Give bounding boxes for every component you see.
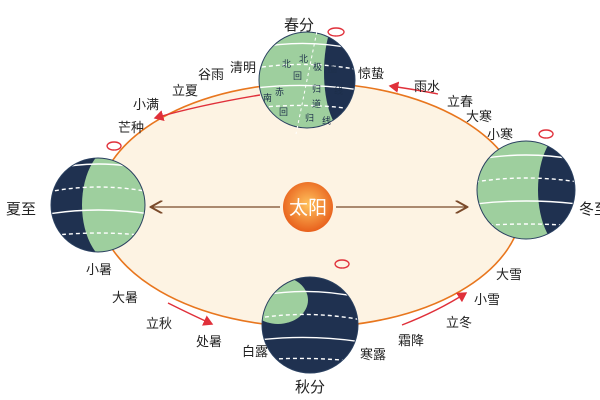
rotation-icon-winter: [538, 129, 554, 139]
globe-label-11: 回: [279, 107, 288, 118]
term-jingzhe: 惊蛰: [358, 67, 384, 82]
term-liqiu: 立秋: [146, 317, 172, 332]
globe-label-6: 赤: [275, 87, 284, 98]
rotation-icon-autumn: [334, 259, 350, 269]
term-mangzhong: 芒种: [118, 120, 144, 136]
term-qingming: 清明: [230, 61, 256, 76]
term-dahan: 大寒: [466, 109, 492, 125]
globe-label-7: 归: [312, 83, 321, 95]
term-dashu: 大暑: [112, 291, 138, 306]
term-lichun: 立春: [447, 95, 473, 110]
rotation-icon-spring: [327, 27, 345, 37]
term-shuangjiang: 霜降: [398, 334, 424, 349]
season-spring: 春分: [284, 16, 314, 34]
sun: [283, 182, 333, 232]
term-xiaohan: 小寒: [487, 127, 513, 143]
term-yushui: 雨水: [414, 80, 440, 95]
globe-label-1: 北: [282, 59, 291, 70]
sun-label: 太阳: [289, 197, 327, 219]
direction-arrow-bottom-right: [401, 292, 468, 326]
term-lixia: 立夏: [172, 84, 198, 99]
term-lidong: 立冬: [446, 315, 472, 331]
globe-label-2: 北: [299, 54, 308, 65]
globe-label-5: 回: [293, 71, 302, 82]
season-winter: 冬至: [579, 200, 600, 218]
globe-label-3: 极: [313, 61, 322, 73]
term-guyu: 谷雨: [198, 68, 224, 83]
term-xiaoman: 小满: [133, 98, 159, 113]
globe-spring: [258, 25, 356, 135]
globe-label-13: 线: [322, 115, 331, 127]
term-xiaoxue: 小雪: [474, 293, 500, 308]
direction-arrow-top-left: [153, 94, 261, 122]
direction-arrow-bottom-left: [167, 302, 214, 326]
term-bailu: 白露: [242, 344, 268, 360]
globe-label-8: 道: [312, 98, 321, 110]
globe-label-4: 圈: [328, 64, 337, 75]
term-xiaoshu: 小暑: [86, 263, 112, 278]
rotation-icon-summer: [106, 141, 122, 151]
term-daxue: 大雪: [496, 268, 522, 283]
direction-arrow-top-right: [388, 81, 439, 95]
globe-label-10: 南: [263, 92, 272, 104]
globe-label-12: 归: [305, 112, 314, 124]
season-autumn: 秋分: [295, 378, 325, 396]
globe-label-9: 线: [334, 85, 343, 97]
season-summer: 夏至: [6, 200, 36, 218]
term-hanlu: 寒露: [360, 347, 386, 363]
term-chushu: 处暑: [196, 335, 222, 350]
